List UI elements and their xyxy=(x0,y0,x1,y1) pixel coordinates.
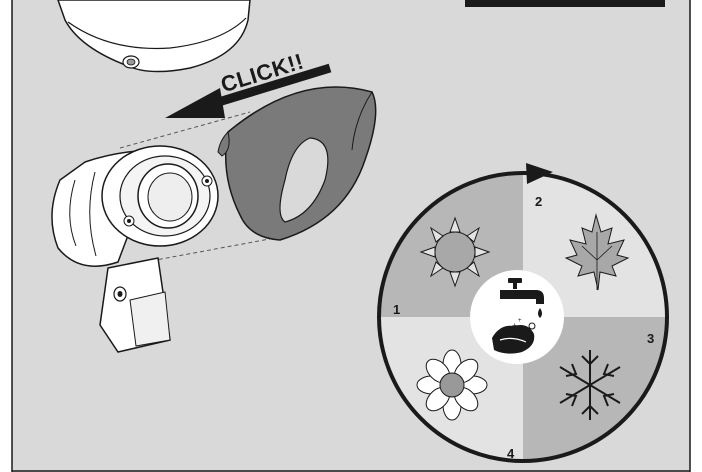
svg-text:+: + xyxy=(518,318,522,324)
top-bar xyxy=(465,0,665,7)
segment-number-3: 3 xyxy=(647,331,654,346)
screw-icon xyxy=(201,175,213,187)
glare-shield xyxy=(217,86,377,241)
hand-washing-icon: + + xyxy=(492,318,536,354)
direction-arrow xyxy=(165,63,332,118)
tap-icon xyxy=(500,278,544,318)
segment-number-1: 1 xyxy=(393,302,400,317)
svg-text:+: + xyxy=(512,321,517,330)
flower-icon xyxy=(416,349,488,421)
lamp-head-top xyxy=(57,0,251,73)
alignment-guides xyxy=(119,111,276,263)
screw-icon xyxy=(122,55,140,69)
sun-icon xyxy=(419,216,491,288)
segment-number-2: 2 xyxy=(535,194,542,209)
snowflake-icon xyxy=(559,350,621,420)
spotlight-body xyxy=(51,145,219,353)
wheel-rim xyxy=(377,171,669,463)
screw-icon xyxy=(123,215,135,227)
segment-number-4: 4 xyxy=(507,446,515,461)
rotation-arrow-icon xyxy=(526,163,553,184)
